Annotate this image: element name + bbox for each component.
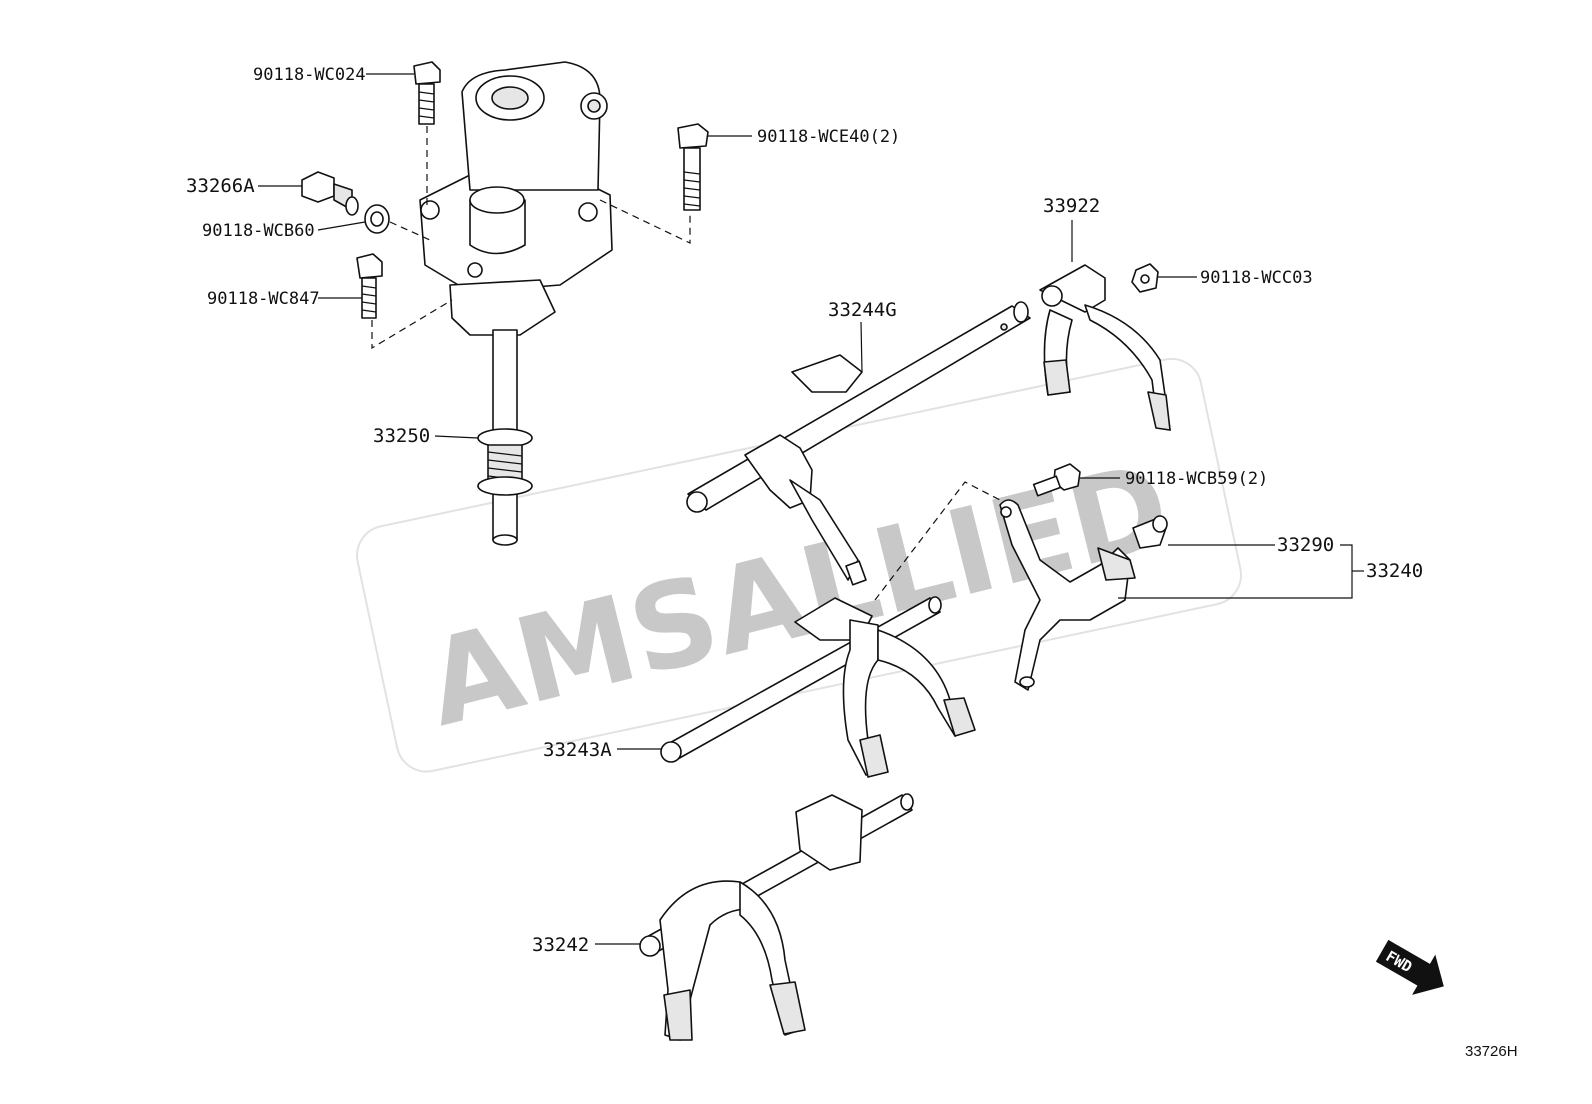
shift-rod-33244g — [686, 301, 1031, 586]
label-90118-wce40: 90118-WCE40(2) — [757, 127, 900, 147]
shift-lever-33240 — [999, 499, 1136, 691]
plug-33266a — [301, 171, 359, 216]
pin-33290 — [1132, 515, 1168, 549]
label-33250: 33250 — [373, 425, 430, 447]
label-33922: 33922 — [1043, 195, 1100, 217]
label-90118-wcb59: 90118-WCB59(2) — [1125, 469, 1268, 489]
label-33242: 33242 — [532, 934, 589, 956]
label-90118-wc847: 90118-WC847 — [207, 289, 320, 309]
bolt-90118-wc024 — [413, 61, 441, 125]
label-90118-wcb60: 90118-WCB60 — [202, 221, 315, 241]
leader-lines — [258, 73, 1364, 945]
shift-rod-33242 — [639, 793, 914, 1041]
bolt-90118-wce40 — [677, 123, 709, 211]
label-33243a: 33243A — [543, 739, 612, 761]
label-33244g: 33244G — [828, 299, 897, 321]
shift-rod-33243a — [660, 596, 976, 778]
label-33266a: 33266A — [186, 175, 255, 197]
fwd-arrow: FWD — [1375, 939, 1444, 995]
washer-90118-wcb60 — [364, 204, 390, 234]
callout-labels: 90118-WC024 90118-WCE40(2) 33266A 90118-… — [186, 65, 1423, 956]
figure-code: 33726H — [1465, 1043, 1518, 1060]
shift-housing-assembly — [419, 61, 613, 546]
label-33290: 33290 — [1277, 534, 1334, 556]
label-90118-wcc03: 90118-WCC03 — [1200, 268, 1313, 288]
label-33240: 33240 — [1366, 560, 1423, 582]
shift-fork-33922 — [1039, 264, 1171, 431]
label-90118-wc024: 90118-WC024 — [253, 65, 366, 85]
bolt-90118-wc847 — [356, 253, 383, 319]
bolt-90118-wcc03 — [1131, 263, 1159, 293]
assembly-guides-lever — [874, 481, 1001, 601]
bolt-90118-wcb59 — [1032, 463, 1081, 497]
assembly-guides-housing — [371, 126, 691, 350]
